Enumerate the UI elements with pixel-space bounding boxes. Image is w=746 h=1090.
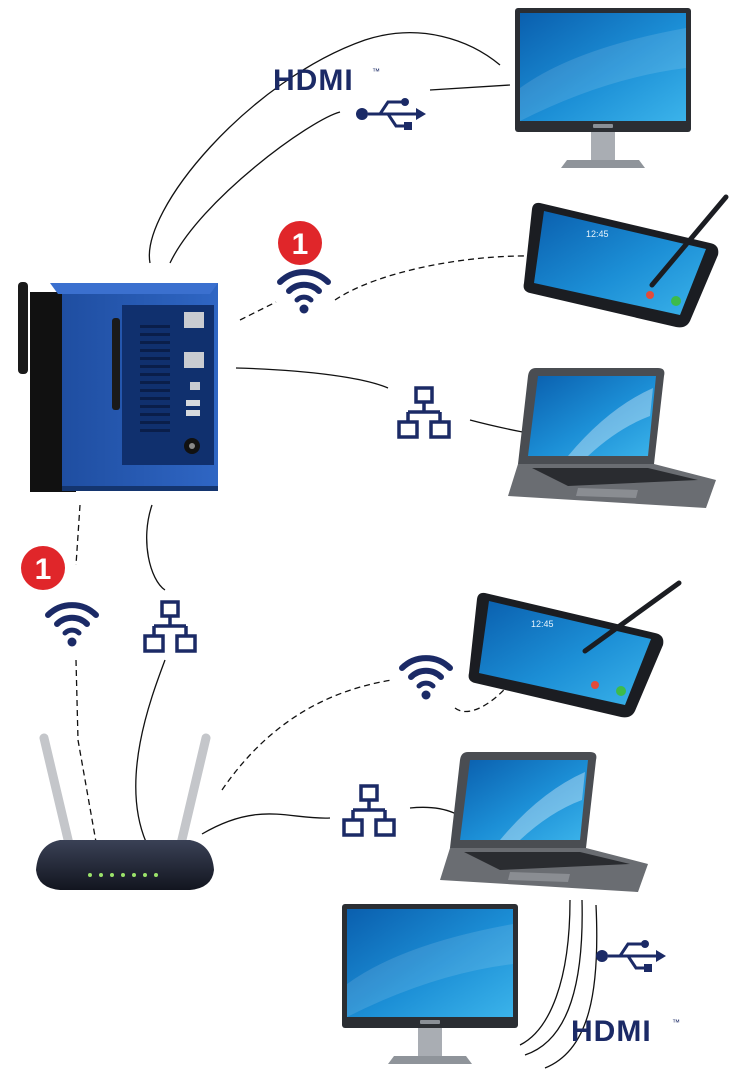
wifi-link-tablet-2	[334, 255, 531, 301]
case-foot	[62, 486, 218, 491]
badge-number-label: 1	[292, 228, 309, 261]
hdmi-port	[190, 382, 200, 390]
usb-port-2	[186, 410, 200, 416]
wifi-link-router-pc-2	[75, 659, 97, 843]
router-body	[36, 840, 214, 890]
hdmi-label-bottom: HDMI	[571, 1015, 652, 1048]
usb-port-1	[186, 400, 200, 406]
cable-laptop-monitor-2	[524, 899, 583, 1056]
lan-port-1	[184, 312, 204, 328]
router-antenna-left	[39, 733, 75, 853]
cable-laptop-monitor-1	[519, 899, 571, 1046]
lan-port-2	[184, 352, 204, 368]
wifi-icon	[48, 605, 96, 646]
laptop-top	[508, 368, 716, 508]
hdmi-tm-top: ™	[372, 67, 380, 76]
usb-icon	[354, 96, 428, 132]
stylus-bottom	[582, 580, 682, 654]
ethernet-icon	[397, 386, 451, 439]
antenna-left	[18, 282, 28, 374]
case-top	[50, 283, 218, 294]
router	[36, 733, 214, 890]
ethernet-icon	[342, 784, 396, 837]
ethernet-link-laptop-bottom	[201, 813, 331, 835]
ethernet-link-laptop	[235, 367, 389, 389]
wifi-link-tablet	[239, 301, 277, 321]
hdmi-label-top: HDMI	[273, 64, 354, 97]
connections	[75, 32, 598, 1069]
usb-icon	[594, 938, 668, 974]
tablet-clock: 12:45	[586, 229, 609, 239]
router-antenna-right	[175, 733, 211, 853]
ethernet-link-router-pc-2	[135, 659, 166, 843]
tablet-bottom-clock: 12:45	[531, 619, 554, 629]
hdmi-logo-top: HDMI ™	[273, 64, 380, 97]
usb-cable-top	[169, 111, 341, 264]
wifi-link-tablet-bottom	[221, 679, 393, 791]
hdmi-logo-bottom: HDMI ™	[571, 1015, 680, 1048]
wifi-icon	[402, 658, 450, 699]
vent-slots	[140, 325, 170, 432]
monitor-bottom	[342, 904, 518, 1064]
antenna-inner	[112, 318, 120, 410]
badge-number-label: 1	[35, 553, 52, 586]
tablet-bottom: 12:45	[468, 580, 682, 718]
mini-pc	[18, 282, 218, 492]
hdmi-tm-bottom: ™	[672, 1018, 680, 1027]
wifi-link-router-pc	[75, 504, 81, 566]
wifi-icon	[280, 272, 328, 313]
tablet-top: 12:45	[523, 194, 729, 328]
stylus	[649, 194, 729, 288]
laptop-bottom	[440, 752, 648, 892]
router-leds	[88, 873, 158, 877]
cable-laptop-monitor-3	[544, 904, 598, 1069]
ethernet-link-router-pc	[146, 504, 166, 591]
badge-number: 1	[278, 221, 322, 265]
monitor-top	[515, 8, 691, 168]
ethernet-icon	[143, 600, 197, 653]
io-panel	[122, 305, 214, 465]
badge-number: 1	[21, 546, 65, 590]
hdmi-cable-top	[148, 32, 501, 264]
usb-cable-top-2	[429, 84, 511, 91]
